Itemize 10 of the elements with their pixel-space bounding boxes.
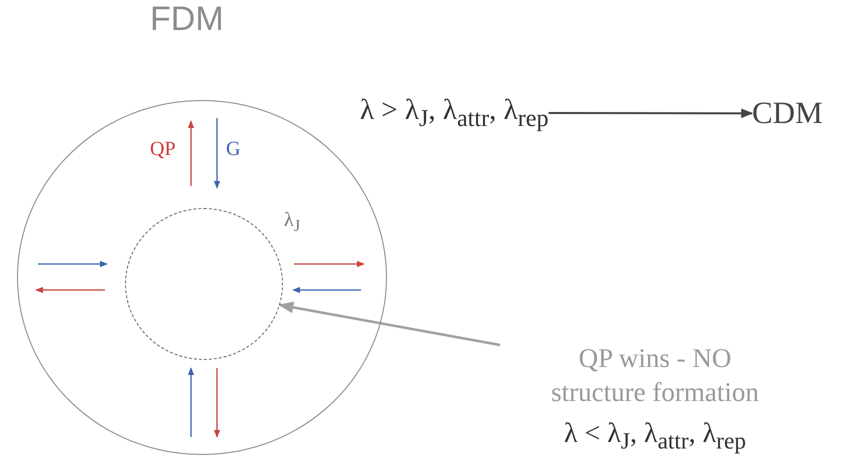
radius-label: λ$_{J}$ [284,209,300,236]
model-label: CDM [752,94,823,132]
diagram-title: FDM [150,0,224,39]
leader-arrow [278,301,500,346]
force-label: QP [150,138,176,161]
force-label: G [226,138,240,161]
result-note: QP wins - NO structure formation [550,342,760,409]
inequality-label: λ > λ$_{J}$, λ$_{attr}$, λ$_{rep}$ [360,93,549,134]
inequality-label: λ < λ$_{J}$, λ$_{attr}$, λ$_{rep}$ [562,416,748,456]
arrow [548,108,754,118]
